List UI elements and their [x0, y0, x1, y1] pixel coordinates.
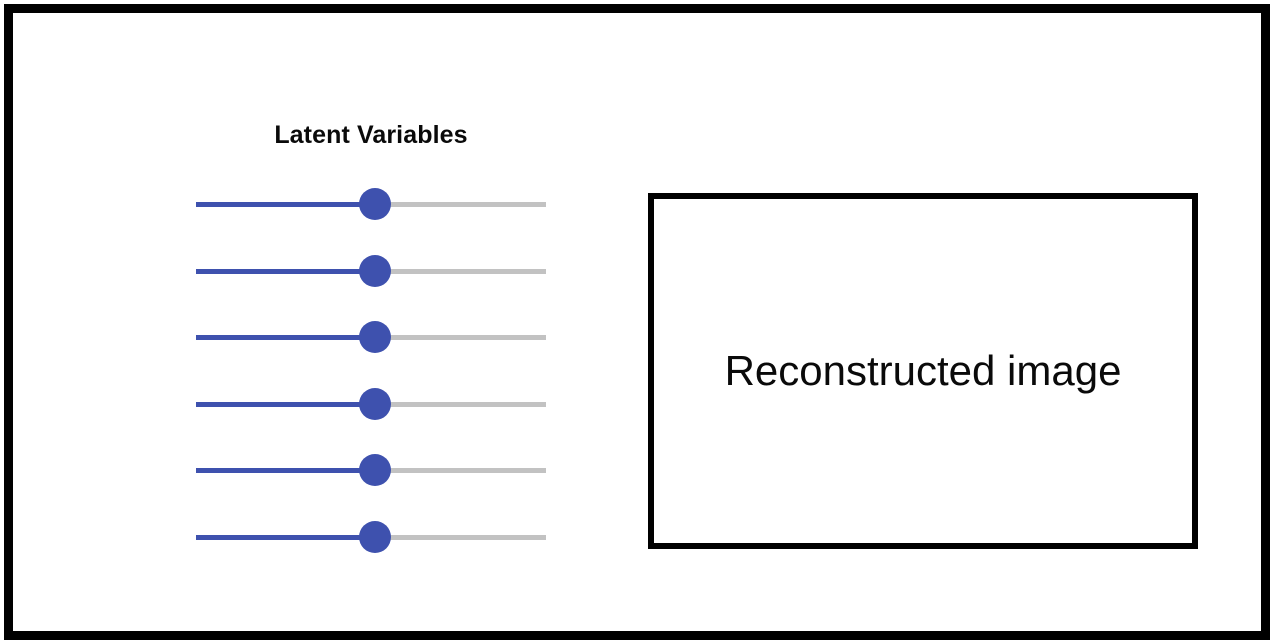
- slider-track-fill: [196, 468, 375, 474]
- reconstructed-image-label: Reconstructed image: [724, 347, 1122, 394]
- diagram-outer-border: Latent Variables: [4, 4, 1270, 640]
- latent-slider-2[interactable]: [196, 254, 546, 322]
- slider-knob[interactable]: [358, 387, 391, 420]
- latent-slider-5[interactable]: [196, 454, 546, 521]
- latent-slider-group: [196, 188, 546, 588]
- slider-track-fill: [196, 335, 375, 341]
- latent-slider-1[interactable]: [196, 188, 546, 255]
- slider-knob[interactable]: [358, 520, 391, 553]
- slider-knob[interactable]: [358, 454, 391, 487]
- slider-track-fill: [196, 401, 375, 407]
- latent-slider-6[interactable]: [196, 520, 546, 588]
- page-title: Latent Variables: [274, 121, 468, 149]
- slider-knob[interactable]: [358, 188, 391, 220]
- slider-track-fill: [196, 534, 375, 540]
- slider-track-fill: [196, 202, 375, 207]
- slider-track-fill: [196, 268, 375, 274]
- latent-slider-4[interactable]: [196, 387, 546, 455]
- slider-knob[interactable]: [358, 254, 391, 287]
- slider-knob[interactable]: [358, 321, 391, 354]
- latent-slider-3[interactable]: [196, 321, 546, 388]
- reconstructed-image-box: Reconstructed image: [648, 193, 1198, 549]
